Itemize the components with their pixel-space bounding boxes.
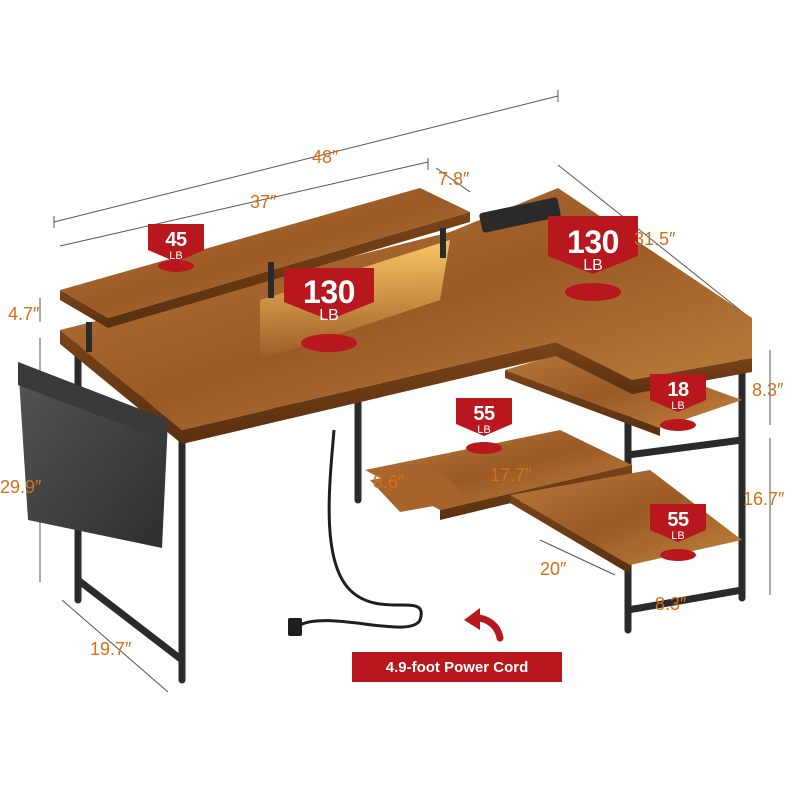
badge-value: 130 — [567, 224, 619, 260]
plug-icon — [288, 618, 302, 636]
upper-shelf-gap-label: 8.3″ — [752, 380, 784, 400]
badge-value: 55 — [473, 403, 495, 425]
desk-depth-label: 19.7″ — [90, 639, 132, 659]
load-badge-corner-shelf: 55 LB — [456, 404, 512, 436]
load-badge-return: 130 LB — [548, 226, 638, 274]
bottom-shelf-depth-label: 8.3″ — [655, 594, 687, 614]
badge-unit: LB — [169, 250, 183, 262]
lower-shelf-gap-label: 16.7″ — [743, 489, 785, 509]
load-badge-bottom-shelf: 55 LB — [650, 510, 706, 542]
load-badge-desktop: 130 LB — [284, 276, 374, 324]
bottom-shelf-length-label: 20″ — [540, 559, 567, 579]
load-badge-upper-shelf: 18 LB — [650, 380, 706, 412]
badge-unit: LB — [477, 424, 491, 436]
overall-width-label: 48″ — [312, 147, 339, 167]
badge-unit: LB — [671, 530, 685, 542]
badge-value: 18 — [667, 379, 689, 401]
badge-unit: LB — [319, 307, 339, 324]
badge-unit: LB — [583, 257, 603, 274]
return-depth-label: 31.5″ — [634, 229, 676, 249]
load-badge-riser: 45 LB — [148, 230, 204, 262]
riser-depth-label: 7.8″ — [438, 169, 470, 189]
power-cord-label: 4.9-foot Power Cord — [352, 652, 562, 682]
storage-bag — [18, 362, 168, 548]
badge-value: 55 — [667, 509, 689, 531]
badge-value: 130 — [303, 274, 355, 310]
corner-shelf-width-label: 17.7″ — [490, 465, 532, 485]
riser-height-label: 4.7″ — [8, 304, 40, 324]
badge-value: 45 — [165, 229, 187, 251]
power-cord — [299, 429, 423, 629]
corner-shelf-depth-label: 8.6″ — [373, 472, 405, 492]
desk-height-label: 29.9″ — [0, 477, 42, 497]
main-width-label: 37″ — [250, 192, 277, 212]
load-badge-shapes — [148, 216, 706, 561]
badge-unit: LB — [671, 400, 685, 412]
